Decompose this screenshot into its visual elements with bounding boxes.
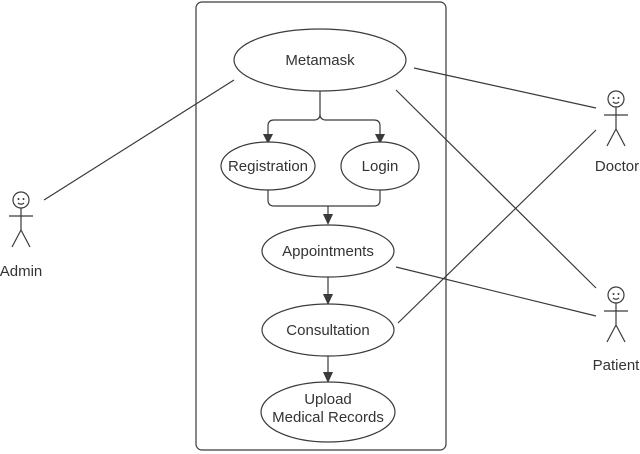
stick-figure-icon (9, 191, 33, 248)
use-case-consultation[interactable]: Consultation (261, 303, 395, 357)
association-admin-metamask (43, 79, 235, 201)
use-case-registration[interactable]: Registration (220, 141, 316, 191)
system-boundary (195, 1, 447, 451)
arrowhead-consultation (323, 294, 333, 305)
use-case-registration-label: Registration (228, 158, 308, 175)
stick-figure-icon (604, 90, 628, 147)
use-case-consultation-label: Consultation (286, 322, 369, 339)
arrowhead-login (375, 134, 385, 144)
association-patient-appointments (395, 266, 597, 317)
association-doctor-consultation (397, 129, 597, 324)
actor-doctor-label: Doctor (595, 158, 639, 175)
association-patient-metamask (395, 89, 597, 289)
association-doctor-metamask (413, 67, 597, 109)
use-case-appointments-label: Appointments (282, 243, 374, 260)
arrowhead-upload (323, 372, 333, 383)
arrowhead-appointments (323, 214, 333, 225)
actor-admin-label: Admin (0, 263, 42, 280)
actor-patient[interactable]: Patient (593, 286, 640, 374)
actor-admin[interactable]: Admin (0, 191, 42, 280)
use-case-metamask-label: Metamask (285, 52, 355, 69)
connector-metamask-to-login (319, 113, 381, 136)
use-case-login[interactable]: Login (340, 141, 420, 191)
use-case-upload-label-line1: Upload (304, 391, 352, 408)
arrowhead-registration (263, 134, 273, 144)
use-case-appointments[interactable]: Appointments (261, 224, 395, 278)
actor-doctor[interactable]: Doctor (595, 90, 639, 175)
use-case-upload-medical-records[interactable]: Upload Medical Records (260, 381, 396, 443)
connector-metamask-to-registration (267, 86, 321, 136)
use-case-upload-label-line2: Medical Records (272, 409, 384, 426)
connector-registration-login-to-appointments (267, 187, 381, 214)
use-case-metamask[interactable]: Metamask (233, 28, 407, 92)
stick-figure-icon (604, 286, 628, 343)
actor-patient-label: Patient (593, 357, 640, 374)
use-case-login-label: Login (362, 158, 399, 175)
